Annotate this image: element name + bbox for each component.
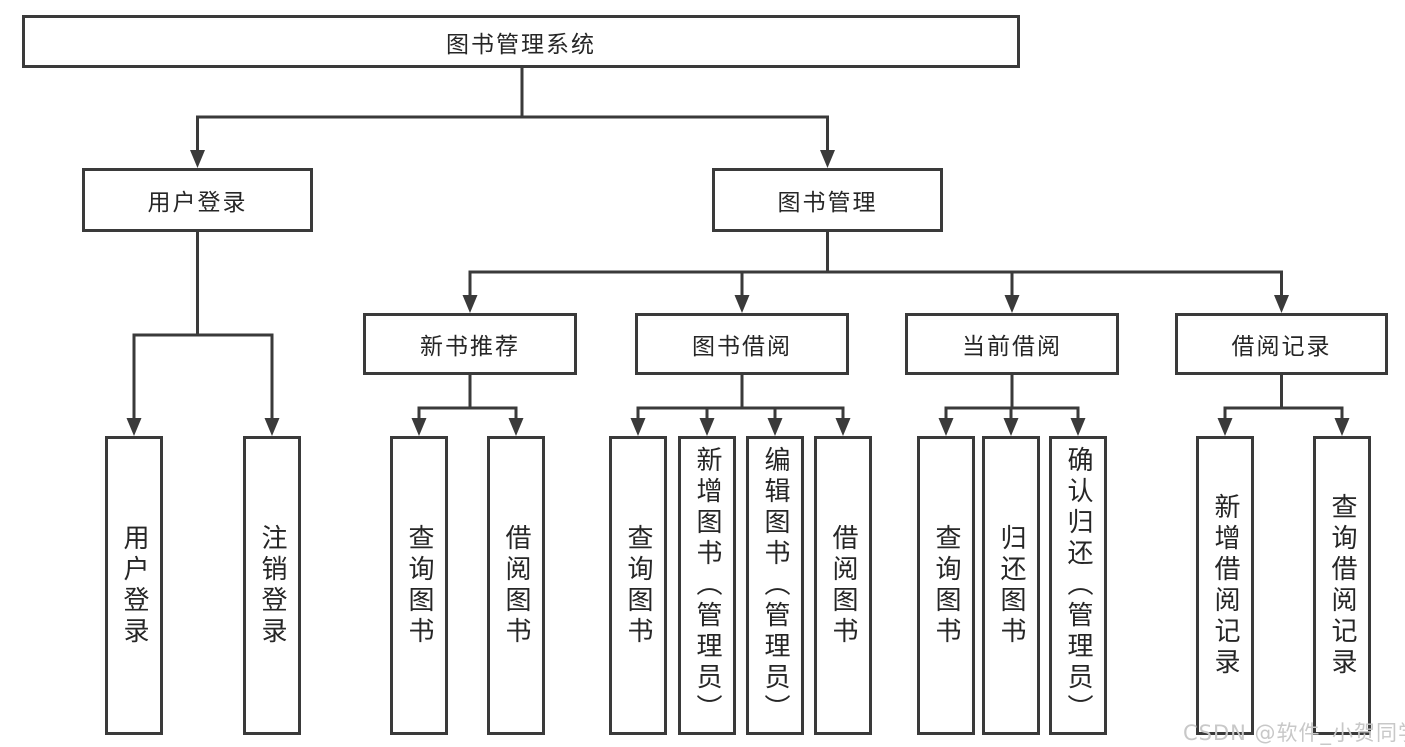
node-label: 用户登录 [147,190,248,216]
node-leaf-edit-books-admin: 编辑图书（管理员） [746,436,804,735]
node-label: 图书管理系统 [446,31,596,58]
node-leaf-query-borrow-record: 查询借阅记录 [1313,436,1371,735]
node-leaf-logout: 注销登录 [243,436,301,735]
node-leaf-borrow-books-borrowing: 借阅图书 [814,436,872,735]
node-label: 借阅图书 [828,523,858,648]
node-label: 查询图书 [931,523,961,648]
node-label: 查询借阅记录 [1327,492,1357,679]
node-label: 确认归还（管理员） [1063,446,1093,725]
connector-book-management-to-level3 [462,232,1289,313]
node-label: 归还图书 [996,523,1026,648]
node-label: 当前借阅 [962,334,1062,360]
connector-current-borrowing-branch [938,375,1086,436]
connector-book-borrowing-branch [630,375,851,436]
node-book-borrowing: 图书借阅 [635,313,849,375]
node-label: 借阅记录 [1231,334,1332,360]
node-label: 注销登录 [257,523,287,648]
node-label: 借阅图书 [501,523,531,648]
node-label: 新增借阅记录 [1210,492,1240,679]
node-book-management: 图书管理 [712,168,943,232]
node-leaf-return-books: 归还图书 [982,436,1040,735]
node-label: 图书管理 [777,190,878,216]
connector-borrowing-records-branch [1217,375,1350,436]
node-label: 图书借阅 [692,334,792,360]
node-label: 用户登录 [119,523,149,648]
node-leaf-query-books-recommend: 查询图书 [390,436,448,735]
csdn-watermark: CSDN @软件_小贺同学 [1183,721,1405,745]
node-leaf-confirm-return-admin: 确认归还（管理员） [1049,436,1107,735]
node-label: 编辑图书（管理员） [760,446,790,725]
node-leaf-query-books-current: 查询图书 [917,436,975,735]
connector-new-book-recommendation-branch [411,375,524,436]
node-label: 新书推荐 [420,334,520,360]
node-current-borrowing: 当前借阅 [905,313,1119,375]
node-label: 新增图书（管理员） [692,446,722,725]
node-user-login: 用户登录 [82,168,313,232]
node-library-management-system: 图书管理系统 [22,15,1020,68]
node-label: 查询图书 [404,523,434,648]
node-leaf-add-borrow-record: 新增借阅记录 [1196,436,1254,735]
node-leaf-add-books-admin: 新增图书（管理员） [678,436,736,735]
node-leaf-user-login: 用户登录 [105,436,163,735]
connector-root-to-level2 [190,68,835,168]
node-leaf-query-books-borrowing: 查询图书 [609,436,667,735]
node-leaf-borrow-books-recommend: 借阅图书 [487,436,545,735]
node-label: 查询图书 [623,523,653,648]
node-borrowing-records: 借阅记录 [1175,313,1388,375]
connector-user-login-branch [126,232,280,436]
node-new-book-recommendation: 新书推荐 [363,313,577,375]
